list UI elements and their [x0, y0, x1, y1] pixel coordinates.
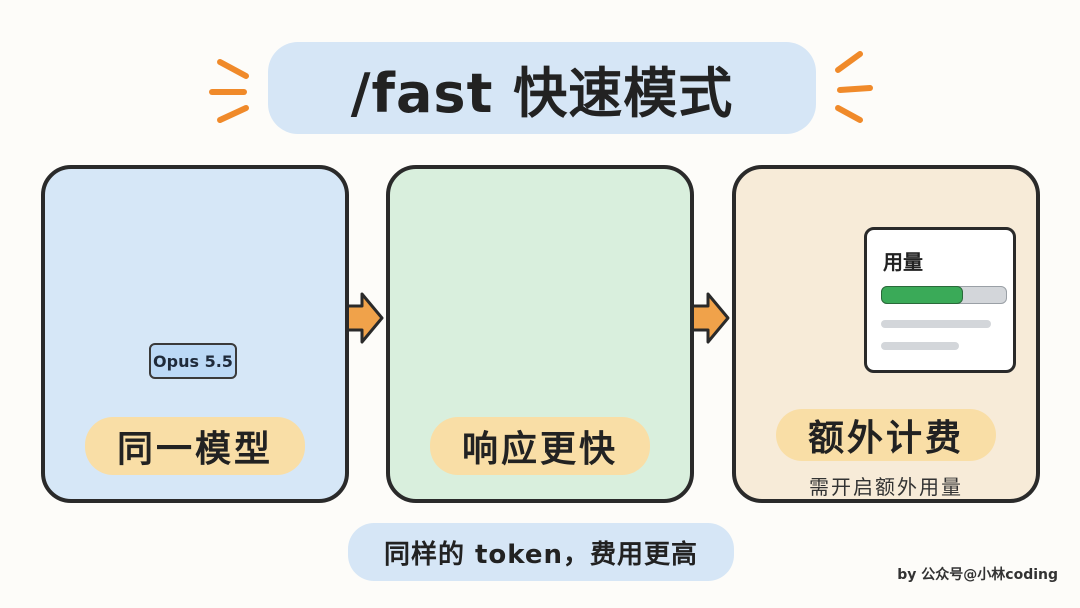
card-label-pill: 同一模型	[85, 417, 305, 475]
title-sparkle-left-icon	[209, 59, 249, 123]
card-label-pill: 响应更快	[430, 417, 650, 475]
card-sublabel: 需开启额外用量	[809, 475, 963, 499]
title-banner: /fast 快速模式	[268, 42, 816, 134]
credit-text: by 公众号@小林coding	[897, 567, 1058, 583]
usage-bar-fill	[881, 286, 963, 304]
usage-panel: 用量	[864, 227, 1016, 373]
card-label: 额外计费	[807, 418, 964, 459]
title-sparkle-right-icon	[835, 51, 873, 123]
placeholder-line	[881, 320, 991, 328]
page-title: /fast 快速模式	[350, 61, 734, 125]
card-label-pill: 额外计费	[776, 409, 996, 461]
card-label: 同一模型	[116, 429, 273, 470]
arrow-right-icon	[688, 292, 730, 344]
card-faster-response: 响应更快	[386, 165, 694, 503]
bottom-caption: 同样的 token，费用更高	[383, 539, 699, 570]
usage-panel-title: 用量	[883, 250, 923, 274]
placeholder-line	[881, 342, 959, 350]
card-same-model: Opus 5.5 同一模型	[41, 165, 349, 503]
arrow-right-icon	[342, 292, 384, 344]
card-label: 响应更快	[461, 429, 618, 470]
card-extra-billing: 用量 额外计费 需开启额外用量	[732, 165, 1040, 503]
bottom-caption-pill: 同样的 token，费用更高	[348, 523, 734, 581]
model-badge: Opus 5.5	[149, 343, 237, 379]
